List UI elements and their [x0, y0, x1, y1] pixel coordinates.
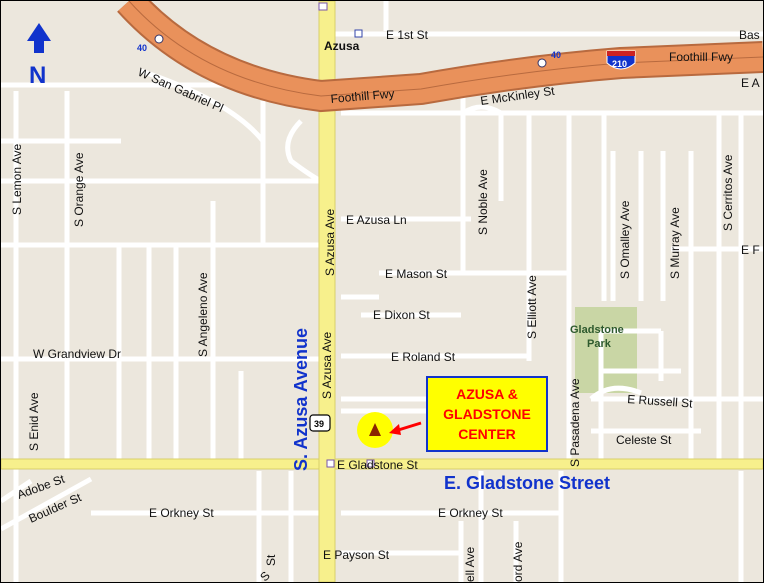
- svg-text:39: 39: [314, 419, 324, 429]
- label-noble: S Noble Ave: [476, 169, 490, 235]
- label-gladstone-street-highlight: E. Gladstone Street: [444, 473, 610, 493]
- label-orkney-right: E Orkney St: [438, 506, 503, 520]
- label-park-line2: Park: [587, 338, 612, 350]
- label-edge-ell: ell Ave: [463, 547, 477, 582]
- label-elliott: S Elliott Ave: [525, 275, 539, 339]
- label-park-line1: Gladstone: [570, 324, 624, 336]
- label-orange: S Orange Ave: [72, 152, 86, 227]
- location-callout-box: AZUSA & GLADSTONE CENTER: [426, 376, 548, 452]
- label-e-1st-st: E 1st St: [386, 28, 429, 42]
- label-azusa-ln: E Azusa Ln: [346, 213, 407, 227]
- label-angeleno: S Angeleno Ave: [196, 272, 210, 357]
- label-omalley: S Omalley Ave: [618, 200, 632, 279]
- poi-marker-gladstone-icon: [326, 459, 335, 468]
- poi-marker-icon: [354, 29, 363, 38]
- foothill-freeway-divider: [128, 1, 763, 97]
- route-40-marker-left: [154, 34, 164, 44]
- label-lemon: S Lemon Ave: [10, 144, 24, 215]
- label-city-azusa: Azusa: [324, 39, 360, 53]
- location-marker[interactable]: [357, 412, 393, 448]
- label-edge-e1: E A: [741, 76, 760, 90]
- label-grandview: W Grandview Dr: [33, 347, 121, 361]
- gladstone-park-area: [575, 307, 637, 393]
- label-roland: E Roland St: [391, 350, 456, 364]
- label-foothill-right: Foothill Fwy: [669, 50, 733, 64]
- azusa-avenue-road: [318, 1, 336, 582]
- label-celeste: Celeste St: [616, 433, 672, 447]
- callout-line-3: CENTER: [458, 426, 516, 442]
- label-azusa-avenue-highlight: S. Azusa Avenue: [291, 328, 311, 471]
- label-basin: Bas: [739, 28, 760, 42]
- label-payson: E Payson St: [323, 548, 390, 562]
- label-pasadena: S Pasadena Ave: [568, 378, 582, 467]
- label-murray: S Murray Ave: [668, 207, 682, 279]
- label-orkney-left: E Orkney St: [149, 506, 214, 520]
- route-40-label-left: 40: [137, 43, 147, 53]
- city-marker-icon: [318, 2, 328, 11]
- label-gladstone-small: E Gladstone St: [337, 458, 418, 472]
- callout-line-2: GLADSTONE: [443, 406, 531, 422]
- north-arrow-icon: N: [27, 23, 51, 89]
- label-enid: S Enid Ave: [27, 392, 41, 451]
- svg-text:N: N: [29, 62, 46, 89]
- label-dixon: E Dixon St: [373, 308, 430, 322]
- callout-line-1: AZUSA &: [456, 386, 518, 402]
- pointer-arrow-icon: [389, 421, 422, 435]
- svg-text:210: 210: [612, 59, 627, 69]
- route-39-shield: 39: [309, 414, 331, 432]
- label-foothill-left: Foothill Fwy: [330, 86, 395, 106]
- label-edge-ord: ord Ave: [511, 541, 525, 582]
- gladstone-street-road: [1, 458, 763, 470]
- label-russell: E Russell St: [627, 392, 694, 411]
- route-40-label-right: 40: [551, 50, 561, 60]
- label-edge-st: St: [264, 554, 278, 566]
- interstate-210-shield: 210: [606, 50, 636, 70]
- label-edge-e2: E F: [741, 243, 760, 257]
- label-cerritos: S Cerritos Ave: [721, 154, 735, 231]
- label-mason: E Mason St: [385, 267, 448, 281]
- location-triangle-icon: [369, 423, 381, 436]
- label-azusa-ave-lower: S Azusa Ave: [320, 332, 334, 399]
- label-azusa-ave-upper: S Azusa Ave: [323, 209, 337, 276]
- route-40-marker-right: [537, 58, 547, 68]
- poi-marker-gladstone-right-icon: [366, 459, 375, 468]
